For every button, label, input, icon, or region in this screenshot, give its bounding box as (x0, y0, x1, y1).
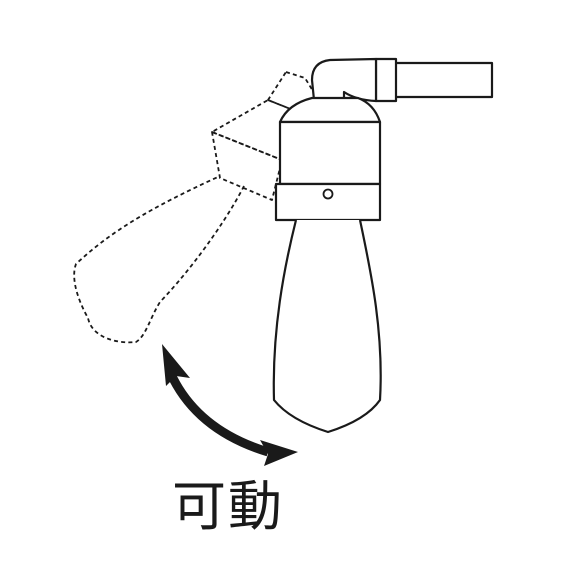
pipe-tube (392, 61, 494, 99)
socket-cap (278, 96, 382, 124)
arm-pipe (310, 57, 494, 103)
curved-double-arrow-icon (162, 344, 298, 466)
lamp-socket (274, 96, 382, 222)
pipe-collar (374, 57, 398, 103)
tilted-bulb (73, 175, 245, 344)
socket-screw-hole (322, 188, 334, 200)
caption-movable: 可動 (172, 475, 284, 538)
edison-bulb (272, 219, 382, 434)
rotation-arrowhead-bottom (260, 440, 298, 466)
tilted-socket-ring (211, 131, 283, 201)
elbow-joint (310, 57, 378, 103)
rotation-arrowhead-top (162, 344, 190, 386)
socket-body (278, 120, 382, 186)
rotation-arrow-curve (165, 370, 270, 457)
